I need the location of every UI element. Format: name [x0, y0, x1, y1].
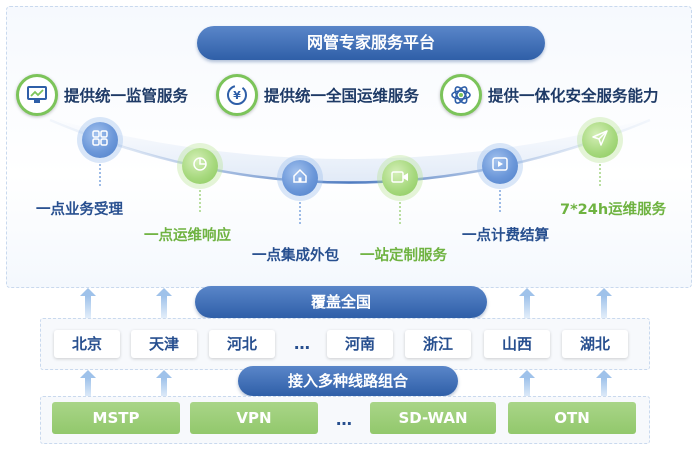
- node-stem: [99, 164, 101, 186]
- yen-coin-icon: ¥: [216, 74, 258, 116]
- up-arrow-icon: [596, 288, 612, 318]
- pie-chart-icon: [192, 156, 208, 176]
- service-label: 提供统一全国运维服务: [264, 87, 420, 105]
- node-custom-service: [382, 160, 418, 196]
- node-label: 一站定制服务: [360, 248, 447, 264]
- send-icon: [592, 130, 608, 150]
- node-ops-response: [182, 148, 218, 184]
- node-integration: [282, 160, 318, 196]
- node-business-acceptance: [82, 122, 118, 158]
- monitor-icon: [16, 74, 58, 116]
- province-hebei: 河北: [209, 330, 275, 358]
- node-stem: [199, 190, 201, 212]
- node-label: 一点计费结算: [462, 228, 549, 244]
- province-henan: 河南: [327, 330, 393, 358]
- up-arrow-icon: [596, 370, 612, 398]
- home-icon: [292, 168, 308, 188]
- play-icon: [492, 156, 508, 176]
- atom-icon: [440, 74, 482, 116]
- grid-apps-icon: [92, 130, 108, 150]
- line-otn: OTN: [508, 402, 636, 434]
- node-stem: [399, 202, 401, 224]
- province-ellipsis: …: [294, 334, 312, 353]
- province-beijing: 北京: [54, 330, 120, 358]
- node-stem: [599, 164, 601, 186]
- service-security: 提供一体化安全服务能力: [440, 72, 659, 118]
- line-vpn: VPN: [190, 402, 318, 434]
- service-label: 提供一体化安全服务能力: [488, 87, 659, 105]
- node-stem: [499, 190, 501, 212]
- platform-title: 网管专家服务平台: [197, 26, 545, 60]
- node-24h-ops: [582, 122, 618, 158]
- service-monitoring: 提供统一监管服务: [16, 72, 188, 118]
- line-sdwan: SD-WAN: [370, 402, 496, 434]
- node-label: 一点集成外包: [252, 248, 339, 264]
- up-arrow-icon: [156, 288, 172, 318]
- province-shanxi: 山西: [484, 330, 550, 358]
- province-hubei: 湖北: [562, 330, 628, 358]
- province-tianjin: 天津: [131, 330, 197, 358]
- up-arrow-icon: [80, 370, 96, 398]
- service-operations: ¥ 提供统一全国运维服务: [216, 72, 419, 118]
- node-label: 7*24h运维服务: [560, 202, 667, 218]
- line-ellipsis: …: [336, 410, 354, 429]
- access-title: 接入多种线路组合: [238, 366, 458, 396]
- node-stem: [299, 202, 301, 224]
- up-arrow-icon: [519, 288, 535, 318]
- node-billing: [482, 148, 518, 184]
- node-label: 一点业务受理: [36, 202, 123, 218]
- up-arrow-icon: [156, 370, 172, 398]
- province-zhejiang: 浙江: [405, 330, 471, 358]
- up-arrow-icon: [80, 288, 96, 318]
- svg-text:¥: ¥: [233, 89, 241, 102]
- service-label: 提供统一监管服务: [64, 87, 189, 105]
- up-arrow-icon: [519, 370, 535, 398]
- node-label: 一点运维响应: [144, 228, 231, 244]
- line-mstp: MSTP: [52, 402, 180, 434]
- coverage-title: 覆盖全国: [195, 286, 487, 318]
- video-icon: [391, 169, 409, 188]
